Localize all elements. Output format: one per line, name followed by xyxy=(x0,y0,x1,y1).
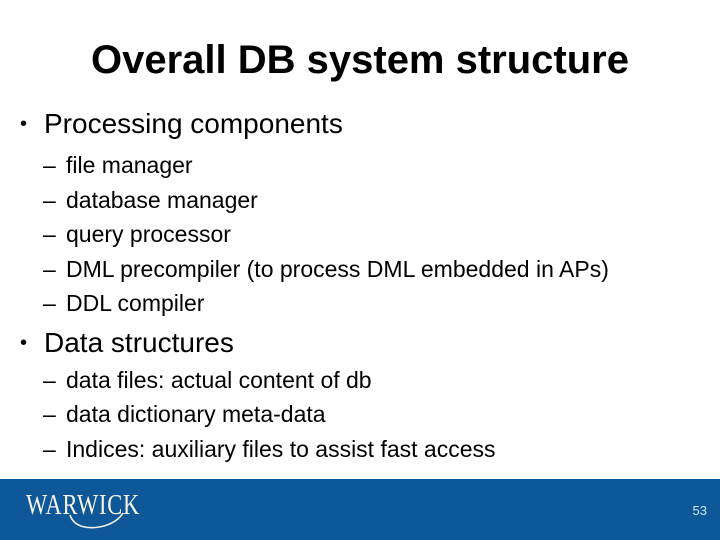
bullet-dot-icon: • xyxy=(20,331,28,354)
warwick-logo-text: WARWICK xyxy=(26,489,140,521)
sub-bullet-ddl-compiler: – DDL compiler xyxy=(18,286,710,321)
dash-icon: – xyxy=(43,290,56,316)
sub-bullet-query-processor: – query processor xyxy=(18,217,710,252)
dash-icon: – xyxy=(43,221,56,247)
sub-bullet-file-manager: – file manager xyxy=(18,148,710,183)
bullet-label: Data structures xyxy=(44,326,234,358)
sub-bullet-dml-precompiler: – DML precompiler (to process DML embedd… xyxy=(18,252,710,287)
dash-icon: – xyxy=(43,152,56,178)
sub-bullet-data-files: – data files: actual content of db xyxy=(18,363,710,398)
sub-bullet-text: data files: actual content of db xyxy=(66,366,372,393)
sublist-data-structures: – data files: actual content of db – dat… xyxy=(18,363,710,467)
dash-icon: – xyxy=(43,186,56,213)
bullet-dot-icon: • xyxy=(20,113,28,135)
sub-bullet-text: DDL compiler xyxy=(66,290,205,316)
footer-bar: WARWICK 53 xyxy=(0,479,720,540)
sub-bullet-text: database manager xyxy=(66,186,258,213)
slide-title: Overall DB system structure xyxy=(90,38,629,82)
warwick-logo: WARWICK xyxy=(24,486,156,540)
slide-body: • Processing components – file manager –… xyxy=(0,106,720,466)
dash-icon: – xyxy=(43,435,56,462)
dash-icon: – xyxy=(43,366,56,393)
sub-bullet-text: query processor xyxy=(66,221,231,247)
sub-bullet-text: data dictionary meta-data xyxy=(66,401,326,427)
bullet-processing-components: • Processing components xyxy=(18,106,710,142)
bullet-data-structures: • Data structures xyxy=(18,325,710,361)
sub-bullet-text: file manager xyxy=(66,152,193,178)
bullet-label: Processing components xyxy=(44,108,343,139)
warwick-logo-svg: WARWICK xyxy=(26,489,140,529)
dash-icon: – xyxy=(43,401,56,427)
sublist-processing: – file manager – database manager – quer… xyxy=(18,148,710,321)
sub-bullet-text: Indices: auxiliary files to assist fast … xyxy=(66,435,496,462)
page-number: 53 xyxy=(692,503,707,518)
sub-bullet-data-dictionary: – data dictionary meta-data xyxy=(18,397,710,432)
sub-bullet-database-manager: – database manager xyxy=(18,183,710,218)
sub-bullet-indices: – Indices: auxiliary files to assist fas… xyxy=(18,432,710,467)
dash-icon: – xyxy=(43,255,56,282)
warwick-logo-swash xyxy=(69,512,124,529)
sub-bullet-text: DML precompiler (to process DML embedded… xyxy=(66,255,609,282)
